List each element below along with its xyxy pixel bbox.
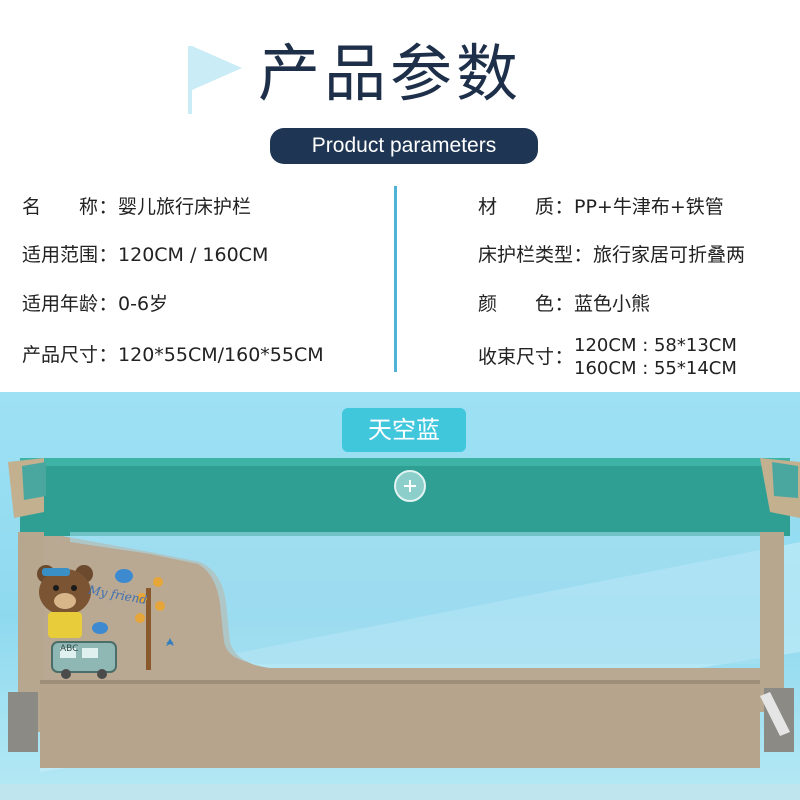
spec-separator: ： — [98, 244, 118, 266]
spec-row-material: 材 质：PP+牛津布+铁管 — [478, 194, 724, 220]
spec-separator: ： — [554, 293, 574, 315]
bus-label: ABC — [60, 644, 79, 654]
spec-separator: ： — [98, 293, 118, 315]
color-badge: 天空蓝 — [342, 408, 466, 452]
spec-separator: ： — [554, 196, 574, 218]
spec-separator: ： — [98, 196, 118, 218]
spec-label: 床护栏类型 — [478, 244, 574, 266]
spec-label: 收束尺寸 — [478, 346, 555, 368]
spec-label: 名 称 — [22, 196, 99, 218]
spec-value: 120CM / 160CM — [118, 244, 269, 266]
column-divider — [394, 186, 397, 372]
spec-value: PP+牛津布+铁管 — [574, 196, 724, 218]
spec-label: 适用年龄 — [22, 293, 99, 315]
spec-row-name: 名 称：婴儿旅行床护栏 — [22, 194, 251, 220]
spec-label: 适用范围 — [22, 244, 99, 266]
spec-value: 120*55CM/160*55CM — [118, 344, 324, 366]
spec-label: 颜 色 — [478, 293, 555, 315]
spec-label: 材 质 — [478, 196, 555, 218]
bird-illustration — [115, 569, 133, 583]
spec-label: 产品尺寸 — [22, 344, 99, 366]
spec-separator: ： — [573, 244, 593, 266]
spec-value: 旅行家居可折叠两 — [593, 244, 746, 266]
product-photo: My friend ABC — [0, 392, 800, 800]
folded-size-line: 160CM : 55*14CM — [574, 358, 737, 379]
spec-value: 蓝色小熊 — [574, 293, 651, 315]
spec-row-range: 适用范围：120CM / 160CM — [22, 242, 268, 268]
spec-value: 0-6岁 — [118, 293, 169, 315]
bed-rail-illustration — [0, 458, 800, 800]
spec-value: 婴儿旅行床护栏 — [118, 196, 252, 218]
spec-separator: ： — [98, 344, 118, 366]
page-title: 产品参数 — [258, 37, 523, 110]
folded-size-line: 120CM : 58*13CM — [574, 335, 737, 356]
flag-icon — [188, 46, 242, 114]
bear-illustration — [37, 565, 93, 638]
spec-row-size: 产品尺寸：120*55CM/160*55CM — [22, 342, 324, 368]
spec-separator: ： — [554, 346, 574, 368]
page-subtitle: Product parameters — [270, 128, 538, 164]
spec-row-color: 颜 色：蓝色小熊 — [478, 291, 650, 317]
spec-row-type: 床护栏类型：旅行家居可折叠两 — [478, 242, 745, 268]
tree-illustration — [146, 588, 151, 670]
spec-row-age: 适用年龄：0-6岁 — [22, 291, 168, 317]
